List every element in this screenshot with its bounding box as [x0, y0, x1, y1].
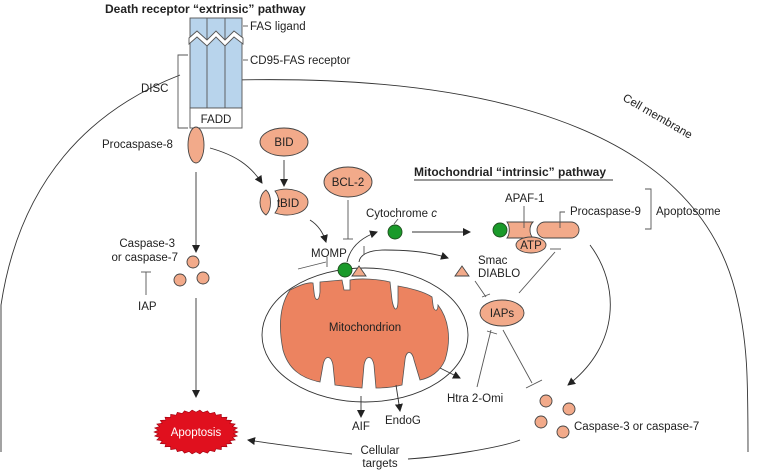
iaps-shape [479, 299, 525, 327]
caspase37-right-cluster [534, 394, 576, 439]
mitochondrion-label: Mitochondrion [329, 322, 401, 334]
apoptosis-badge [153, 409, 239, 455]
momp-label: MOMP [311, 248, 347, 260]
procaspase8-label: Procaspase-8 [102, 139, 173, 151]
tbid-label: tBID [277, 198, 299, 210]
caspase37-right-label: Caspase-3 or caspase-7 [574, 421, 699, 433]
fas-ligand-label: FAS ligand [250, 21, 306, 33]
cytochrome-c-label: Cytochrome c [366, 208, 437, 220]
bid-shape [259, 127, 309, 157]
intrinsic-pathway-title: Mitochondrial “intrinsic” pathway [414, 165, 606, 179]
bcl2-shape [323, 166, 373, 198]
apoptosome-label: Apoptosome [656, 206, 721, 218]
mitochondrion-body [279, 278, 449, 389]
fadd-box [189, 107, 243, 129]
cell-membrane-right [234, 79, 749, 453]
cd95-label: CD95-FAS receptor [250, 55, 351, 67]
htra-label: Htra 2-Omi [447, 393, 503, 405]
cytochrome-c-release-icon [337, 262, 353, 278]
endog-label: EndoG [385, 415, 421, 427]
bcl2-label: BCL-2 [332, 177, 365, 189]
procaspase9-label: Procaspase-9 [570, 206, 641, 218]
procaspase9-shape [536, 221, 580, 239]
atp-label: ATP [520, 240, 542, 252]
iap-label: IAP [138, 301, 157, 313]
cellular-label: Cellular [361, 445, 400, 457]
tbid-fragment [259, 189, 271, 216]
apaf1-shape [506, 221, 535, 239]
disc-bracket [177, 54, 188, 129]
smac-label: Smac [478, 255, 508, 267]
cell-membrane [0, 74, 181, 452]
caspase37-left-label-2: or caspase-7 [112, 252, 178, 264]
smac-diablo-icon [454, 265, 470, 277]
fas-receptor [188, 17, 244, 129]
apoptosis-label: Apoptosis [171, 427, 222, 439]
apoptosome-cytochrome-icon [492, 222, 508, 238]
caspase37-left-label-1: Caspase-3 [119, 238, 175, 250]
procaspase8-shape [187, 126, 205, 164]
caspase37-left-cluster [173, 255, 210, 287]
bid-label: BID [274, 137, 293, 149]
fadd-label: FADD [201, 114, 232, 126]
cytochrome-c-icon [387, 224, 403, 240]
extrinsic-pathway-title: Death receptor “extrinsic” pathway [105, 2, 306, 16]
atp-shape [515, 236, 547, 254]
targets-label: targets [362, 458, 397, 470]
smac-release-icon [351, 265, 367, 277]
apaf1-label: APAF-1 [505, 193, 544, 205]
apoptosome-bracket [645, 188, 652, 230]
aif-label: AIF [352, 421, 370, 433]
diablo-label: DIABLO [478, 268, 520, 280]
cell-membrane-label: Cell membrane [621, 92, 695, 141]
disc-label: DISC [141, 83, 168, 95]
iaps-label: IAPs [490, 308, 515, 320]
tbid-shape [274, 188, 309, 216]
